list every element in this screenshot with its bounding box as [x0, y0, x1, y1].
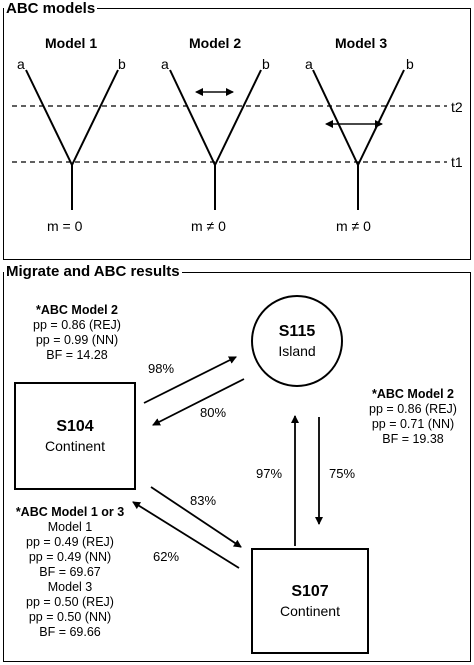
abc-models-panel — [3, 8, 471, 260]
model-2-leaf-b: b — [262, 56, 270, 72]
model-1-leaf-a: a — [17, 56, 25, 72]
population-s107-node: S107 Continent — [251, 548, 369, 654]
abc-title: *ABC Model 2 — [372, 387, 454, 401]
abc-title: *ABC Model 2 — [36, 303, 118, 317]
abc-annotation-s104-s107: *ABC Model 1 or 3 Model 1 pp = 0.49 (REJ… — [6, 505, 134, 640]
model-3-migration: m ≠ 0 — [336, 218, 371, 234]
population-s104-node: S104 Continent — [14, 382, 136, 490]
abc-line: BF = 19.38 — [382, 432, 444, 446]
model-1-leaf-b: b — [118, 56, 126, 72]
arrow-s104-to-s115 — [143, 356, 237, 404]
abc-line: pp = 0.50 (NN) — [28, 610, 112, 624]
abc-annotation-s104-s115: *ABC Model 2 pp = 0.86 (REJ) pp = 0.99 (… — [22, 303, 132, 363]
abc-models-title: ABC models — [4, 0, 98, 17]
migrate-results-title: Migrate and ABC results — [4, 263, 182, 280]
abc-line: pp = 0.49 (REJ) — [26, 535, 114, 549]
abc-title: *ABC Model 1 or 3 — [15, 505, 125, 519]
model-1-migration: m = 0 — [47, 218, 83, 234]
abc-line: Model 1 — [47, 520, 93, 534]
population-type: Continent — [280, 603, 340, 619]
population-name: S115 — [278, 323, 316, 340]
rate-s107-to-s104: 62% — [153, 549, 180, 564]
model-1-tree — [25, 69, 119, 210]
t1-label: t1 — [451, 154, 463, 170]
t2-label: t2 — [451, 99, 463, 115]
model-1-title: Model 1 — [45, 35, 98, 51]
abc-line: pp = 0.49 (NN) — [28, 550, 112, 564]
population-name: S107 — [291, 583, 329, 600]
abc-line: BF = 14.28 — [46, 348, 108, 362]
rate-s115-to-s104: 80% — [200, 405, 227, 420]
abc-line: BF = 69.67 — [39, 565, 101, 579]
abc-line: Model 3 — [47, 580, 93, 594]
rate-s115-to-s107: 75% — [329, 466, 356, 481]
model-2-migration: m ≠ 0 — [191, 218, 226, 234]
population-s115-node: S115 Island — [251, 295, 343, 387]
model-3-title: Model 3 — [335, 35, 388, 51]
abc-line: pp = 0.86 (REJ) — [369, 402, 457, 416]
rate-s104-to-s115: 98% — [148, 361, 175, 376]
population-name: S104 — [56, 418, 94, 435]
abc-annotation-s115-s107: *ABC Model 2 pp = 0.86 (REJ) pp = 0.71 (… — [358, 387, 468, 447]
rate-s107-to-s115: 97% — [256, 466, 283, 481]
abc-line: pp = 0.99 (NN) — [35, 333, 119, 347]
abc-line: BF = 69.66 — [39, 625, 101, 639]
rate-s104-to-s107: 83% — [190, 493, 217, 508]
migrate-results-panel — [3, 272, 471, 662]
abc-line: pp = 0.86 (REJ) — [33, 318, 121, 332]
abc-line: pp = 0.50 (REJ) — [26, 595, 114, 609]
model-2-leaf-a: a — [161, 56, 169, 72]
abc-line: pp = 0.71 (NN) — [371, 417, 455, 431]
population-type: Island — [278, 343, 316, 359]
arrow-s115-to-s104 — [152, 378, 245, 426]
model-3-tree — [312, 69, 405, 210]
model-2-title: Model 2 — [189, 35, 242, 51]
model-2-tree — [169, 69, 262, 210]
population-type: Continent — [45, 438, 105, 454]
arrow-s104-to-s107 — [150, 486, 242, 548]
arrow-s107-to-s104 — [132, 501, 240, 569]
migration-arrows — [132, 356, 323, 569]
model-3-leaf-a: a — [305, 56, 313, 72]
model-3-leaf-b: b — [406, 56, 414, 72]
